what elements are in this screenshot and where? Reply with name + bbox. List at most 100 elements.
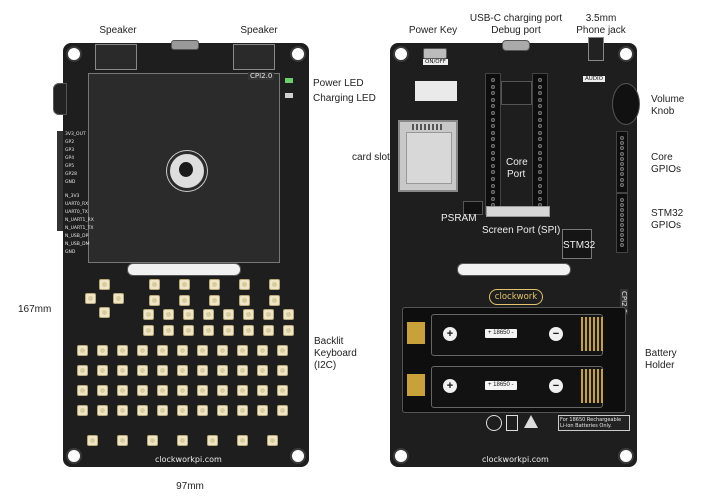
keyboard-key[interactable]	[163, 325, 174, 336]
keyboard-key[interactable]	[277, 405, 288, 416]
header-pin	[538, 183, 542, 188]
keyboard-key[interactable]	[203, 309, 214, 320]
keyboard-key[interactable]	[179, 295, 190, 306]
keyboard-key[interactable]	[223, 309, 234, 320]
keyboard-key[interactable]	[243, 309, 254, 320]
keyboard-key[interactable]	[283, 325, 294, 336]
keyboard-key[interactable]	[209, 279, 220, 290]
keyboard-key[interactable]	[269, 279, 280, 290]
keyboard-key[interactable]	[77, 385, 88, 396]
keyboard-key[interactable]	[99, 279, 110, 290]
keyboard-key[interactable]	[257, 345, 268, 356]
keyboard-key[interactable]	[87, 435, 98, 446]
gpio-label: N_USB_DM	[65, 242, 90, 247]
keyboard-key[interactable]	[157, 365, 168, 376]
keyboard-key[interactable]	[197, 385, 208, 396]
keyboard-key[interactable]	[209, 295, 220, 306]
keyboard-key[interactable]	[217, 345, 228, 356]
keyboard-key[interactable]	[97, 405, 108, 416]
header-pin	[538, 97, 542, 102]
keyboard-key[interactable]	[143, 325, 154, 336]
keyboard-key[interactable]	[137, 405, 148, 416]
keyboard-key[interactable]	[137, 365, 148, 376]
keyboard-key[interactable]	[217, 405, 228, 416]
keyboard-key[interactable]	[263, 325, 274, 336]
keyboard-key[interactable]	[117, 385, 128, 396]
header-pin	[620, 203, 624, 207]
keyboard-key[interactable]	[97, 365, 108, 376]
keyboard-key[interactable]	[113, 293, 124, 304]
keyboard-key[interactable]	[85, 293, 96, 304]
keyboard-key[interactable]	[97, 345, 108, 356]
keyboard-key[interactable]	[97, 385, 108, 396]
keyboard-key[interactable]	[239, 279, 250, 290]
keyboard-key[interactable]	[157, 385, 168, 396]
header-pin	[538, 144, 542, 148]
gpio-label: N_USB_DP	[65, 234, 89, 239]
keyboard-key[interactable]	[237, 385, 248, 396]
keyboard-key[interactable]	[177, 345, 188, 356]
keyboard-key[interactable]	[207, 435, 218, 446]
keyboard-key[interactable]	[243, 325, 254, 336]
keyboard-key[interactable]	[183, 325, 194, 336]
header-pin	[491, 177, 495, 181]
keyboard-key[interactable]	[177, 435, 188, 446]
keyboard-key[interactable]	[77, 405, 88, 416]
keyboard-key[interactable]	[77, 345, 88, 356]
header-pin	[538, 150, 542, 155]
keyboard-key[interactable]	[177, 365, 188, 376]
keyboard-key[interactable]	[137, 345, 148, 356]
gpio-label: N_3V3	[65, 194, 80, 199]
keyboard-key[interactable]	[149, 295, 160, 306]
keyboard-key[interactable]	[203, 325, 214, 336]
keyboard-key[interactable]	[277, 365, 288, 376]
keyboard-key[interactable]	[77, 365, 88, 376]
battery-bottom-label: + 18650 -	[485, 381, 517, 390]
stm32-label: STM32	[563, 240, 596, 251]
keyboard-key[interactable]	[117, 435, 128, 446]
keyboard-key[interactable]	[257, 385, 268, 396]
keyboard-key[interactable]	[237, 345, 248, 356]
keyboard-key[interactable]	[177, 405, 188, 416]
keyboard-key[interactable]	[257, 405, 268, 416]
keyboard-key[interactable]	[237, 405, 248, 416]
volume-knob[interactable]	[612, 83, 640, 125]
keyboard-key[interactable]	[163, 309, 174, 320]
keyboard-key[interactable]	[99, 307, 110, 318]
keyboard-key[interactable]	[267, 435, 278, 446]
keyboard-key[interactable]	[217, 385, 228, 396]
keyboard-key[interactable]	[263, 309, 274, 320]
keyboard-key[interactable]	[237, 435, 248, 446]
keyboard-key[interactable]	[223, 325, 234, 336]
audio-jack[interactable]	[588, 37, 604, 61]
keyboard-key[interactable]	[157, 405, 168, 416]
keyboard-key[interactable]	[277, 385, 288, 396]
keyboard-key[interactable]	[283, 309, 294, 320]
keyboard-key[interactable]	[147, 435, 158, 446]
keyboard-key[interactable]	[179, 279, 190, 290]
keyboard-key[interactable]	[197, 405, 208, 416]
screen-port-connector[interactable]	[486, 206, 550, 217]
usbc-port[interactable]	[502, 40, 530, 51]
power-switch[interactable]	[423, 48, 447, 59]
sd-card-slot[interactable]	[398, 120, 458, 192]
keyboard-key[interactable]	[197, 345, 208, 356]
keyboard-key[interactable]	[197, 365, 208, 376]
keyboard-key[interactable]	[157, 345, 168, 356]
keyboard-key[interactable]	[137, 385, 148, 396]
keyboard-key[interactable]	[183, 309, 194, 320]
keyboard-key[interactable]	[149, 279, 160, 290]
keyboard-key[interactable]	[117, 405, 128, 416]
keyboard-key[interactable]	[257, 365, 268, 376]
keyboard-key[interactable]	[117, 345, 128, 356]
keyboard-key[interactable]	[277, 345, 288, 356]
keyboard-key[interactable]	[117, 365, 128, 376]
core-port-label-2: Port	[507, 169, 526, 180]
keyboard-key[interactable]	[177, 385, 188, 396]
keyboard-key[interactable]	[217, 365, 228, 376]
keyboard-key[interactable]	[239, 295, 250, 306]
keyboard-key[interactable]	[237, 365, 248, 376]
height-dimension: 167mm	[18, 304, 52, 315]
keyboard-key[interactable]	[143, 309, 154, 320]
keyboard-key[interactable]	[269, 295, 280, 306]
